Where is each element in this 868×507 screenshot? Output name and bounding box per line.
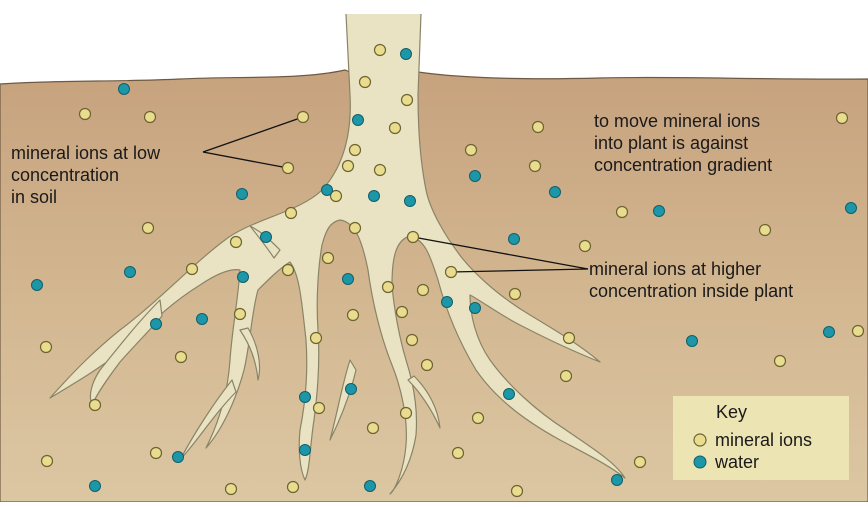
mineral-ion <box>390 123 401 134</box>
water-molecule <box>470 303 481 314</box>
water-molecule <box>261 232 272 243</box>
water-molecule <box>237 189 248 200</box>
water-molecule <box>365 481 376 492</box>
water-molecule <box>846 203 857 214</box>
mineral-ion <box>368 423 379 434</box>
mineral-ion <box>760 225 771 236</box>
water-molecule <box>550 187 561 198</box>
mineral-ion <box>407 335 418 346</box>
water-molecule <box>90 481 101 492</box>
mineral-ion <box>314 403 325 414</box>
mineral-ion <box>375 45 386 56</box>
mineral-ion <box>402 95 413 106</box>
mineral-ion <box>775 356 786 367</box>
key-title: Key <box>716 402 747 422</box>
water-molecule <box>401 49 412 60</box>
mineral-ion <box>350 145 361 156</box>
water-molecule <box>151 319 162 330</box>
mineral-ion <box>283 163 294 174</box>
mineral-ion <box>311 333 322 344</box>
water-molecule <box>300 392 311 403</box>
mineral-ion <box>453 448 464 459</box>
mineral-ion <box>512 486 523 497</box>
mineral-ion <box>383 282 394 293</box>
water-molecule <box>654 206 665 217</box>
water-molecule <box>504 389 515 400</box>
water-molecule <box>369 191 380 202</box>
water-molecule <box>32 280 43 291</box>
key-label-mineral: mineral ions <box>715 430 812 450</box>
mineral-ion <box>530 161 541 172</box>
water-molecule <box>346 384 357 395</box>
mineral-ion <box>561 371 572 382</box>
key-mineral-ion-icon <box>694 434 706 446</box>
mineral-ion <box>418 285 429 296</box>
mineral-ion <box>288 482 299 493</box>
water-molecule <box>442 297 453 308</box>
mineral-ion <box>446 267 457 278</box>
mineral-ion <box>348 310 359 321</box>
water-molecule <box>353 115 364 126</box>
water-molecule <box>470 171 481 182</box>
mineral-ion <box>617 207 628 218</box>
mineral-ion <box>564 333 575 344</box>
water-molecule <box>173 452 184 463</box>
key-water-icon <box>694 456 706 468</box>
mineral-ion <box>397 307 408 318</box>
mineral-ion <box>473 413 484 424</box>
mineral-ion <box>151 448 162 459</box>
mineral-ion <box>635 457 646 468</box>
mineral-ion <box>231 237 242 248</box>
label-against-gradient: to move mineral ions into plant is again… <box>594 111 772 175</box>
water-molecule <box>405 196 416 207</box>
mineral-ion <box>226 484 237 495</box>
mineral-ion <box>837 113 848 124</box>
key-legend: Key mineral ions water <box>673 396 849 480</box>
mineral-ion <box>422 360 433 371</box>
mineral-ion <box>360 77 371 88</box>
mineral-ion <box>343 161 354 172</box>
mineral-ion <box>90 400 101 411</box>
water-molecule <box>343 274 354 285</box>
water-molecule <box>687 336 698 347</box>
mineral-ion <box>235 309 246 320</box>
mineral-ion <box>80 109 91 120</box>
mineral-ion <box>510 289 521 300</box>
mineral-ion <box>323 253 334 264</box>
mineral-ion <box>466 145 477 156</box>
water-molecule <box>824 327 835 338</box>
mineral-ion <box>286 208 297 219</box>
mineral-ion <box>145 112 156 123</box>
mineral-ion <box>298 112 309 123</box>
water-molecule <box>322 185 333 196</box>
water-molecule <box>509 234 520 245</box>
mineral-ion <box>41 342 52 353</box>
mineral-ion <box>533 122 544 133</box>
mineral-ion <box>853 326 864 337</box>
mineral-ion <box>176 352 187 363</box>
mineral-ion <box>408 232 419 243</box>
water-molecule <box>197 314 208 325</box>
mineral-ion <box>580 241 591 252</box>
mineral-ion <box>283 265 294 276</box>
water-molecule <box>238 272 249 283</box>
mineral-ion <box>42 456 53 467</box>
mineral-ion <box>375 165 386 176</box>
water-molecule <box>612 475 623 486</box>
water-molecule <box>125 267 136 278</box>
water-molecule <box>119 84 130 95</box>
water-molecule <box>300 445 311 456</box>
mineral-ion <box>187 264 198 275</box>
mineral-ion <box>143 223 154 234</box>
mineral-ion <box>350 223 361 234</box>
mineral-ion <box>401 408 412 419</box>
key-label-water: water <box>714 452 759 472</box>
